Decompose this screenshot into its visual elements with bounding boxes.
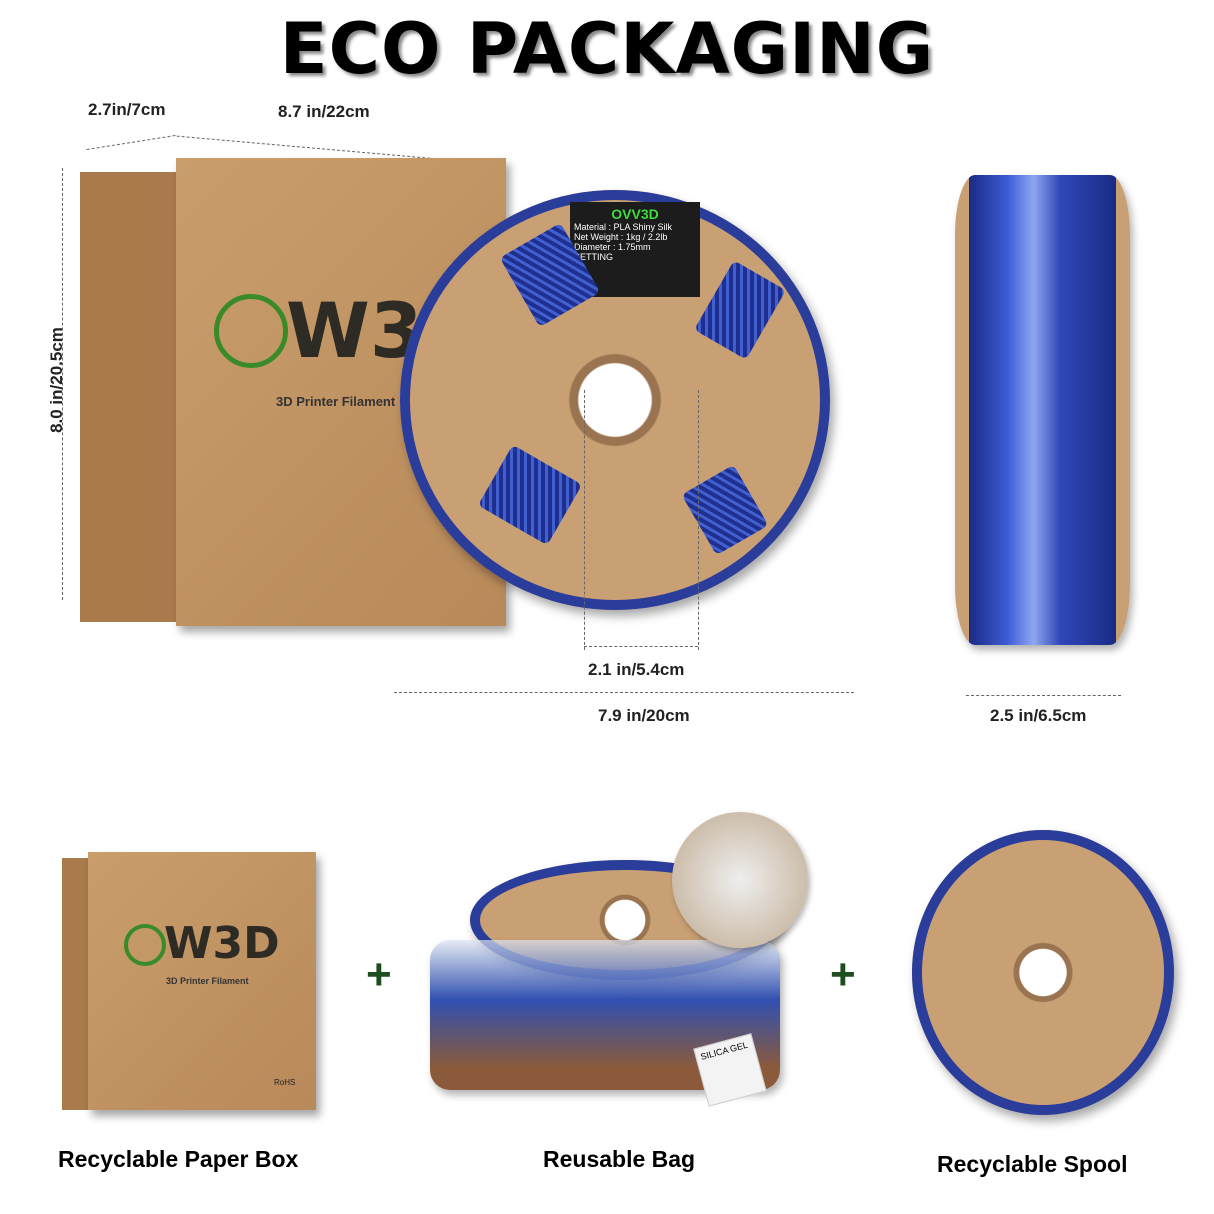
hole-line-left (584, 390, 585, 650)
spool-setting: SETTING (574, 252, 614, 262)
spool-window (477, 444, 583, 546)
spool-front: OVV3D Material : PLA Shiny Silk Net Weig… (400, 190, 830, 610)
box-logo: W3 (286, 286, 423, 375)
box-height-label: 8.0 in/20.5cm (47, 327, 66, 433)
caption-recyclable-spool: Recyclable Spool (937, 1151, 1128, 1177)
box-width-label: 8.7 in/22cm (278, 102, 370, 121)
spool-diameter: Diameter : 1.75mm (574, 242, 651, 252)
spool-width-line (966, 695, 1121, 696)
hole-line-right (698, 390, 699, 650)
caption-paper-box: Recyclable Paper Box (58, 1146, 299, 1172)
box-logo-small: W3D (164, 918, 280, 969)
box-depth-label: 2.7in/7cm (88, 100, 166, 119)
zipper-closeup (672, 812, 808, 948)
plus-sign: + (830, 950, 856, 999)
caption-reusable-bag: Reusable Bag (543, 1146, 696, 1172)
spool-window (681, 464, 769, 556)
spool-hole-label: 2.1 in/5.4cm (588, 660, 685, 679)
spool-brand: OVV3D (611, 206, 659, 222)
hole-line (584, 646, 698, 647)
box-tagline-small: 3D Printer Filament (166, 976, 249, 986)
page-title: ECO PACKAGING (279, 8, 935, 90)
spool-material: Material : PLA Shiny Silk (574, 222, 673, 232)
depth-line (86, 134, 176, 151)
diameter-line (394, 692, 854, 693)
paper-box-small: W3D 3D Printer Filament RoHS (88, 852, 316, 1110)
rohs-mark: RoHS (274, 1078, 296, 1087)
plus-sign: + (366, 950, 392, 999)
height-line (62, 168, 63, 600)
box-side (80, 172, 180, 622)
logo-ring-icon (214, 294, 288, 368)
small-box-side (62, 858, 90, 1110)
spool-weight: Net Weight : 1kg / 2.2lb (574, 232, 668, 242)
paper-box-large: W3 3D Printer Filament (176, 158, 506, 626)
spool-width-label: 2.5 in/6.5cm (990, 706, 1087, 725)
box-tagline: 3D Printer Filament (276, 394, 396, 409)
logo-ring-icon (124, 924, 166, 966)
spool-diameter-label: 7.9 in/20cm (598, 706, 690, 725)
spool-side (955, 175, 1130, 645)
spool-window (694, 260, 786, 360)
recyclable-spool (912, 830, 1174, 1115)
